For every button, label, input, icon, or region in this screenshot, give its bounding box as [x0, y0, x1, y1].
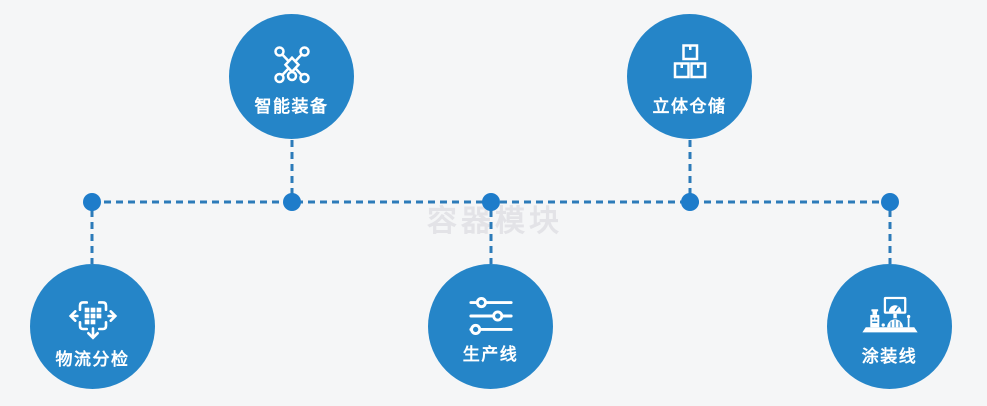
- node-stereo-warehouse: 立体仓储: [627, 14, 752, 139]
- sorting-arrows-icon: [68, 300, 117, 340]
- node-coating-line: 涂装线: [827, 264, 952, 389]
- sliders-icon: [468, 296, 513, 335]
- node-smart-equipment: 智能装备: [229, 14, 354, 139]
- node-logistics-sorting: 物流分检: [30, 264, 155, 389]
- node-label: 立体仓储: [652, 96, 727, 116]
- node-label: 涂装线: [861, 346, 918, 366]
- node-label: 智能装备: [254, 96, 329, 116]
- node-label: 生产线: [462, 344, 519, 364]
- machine-monitor-icon: [861, 296, 918, 332]
- node-label: 物流分检: [55, 349, 130, 369]
- stacked-boxes-icon: [673, 43, 706, 78]
- junction-dots: [83, 193, 899, 211]
- network-nodes-icon: [273, 45, 310, 83]
- node-production-line: 生产线: [428, 264, 553, 389]
